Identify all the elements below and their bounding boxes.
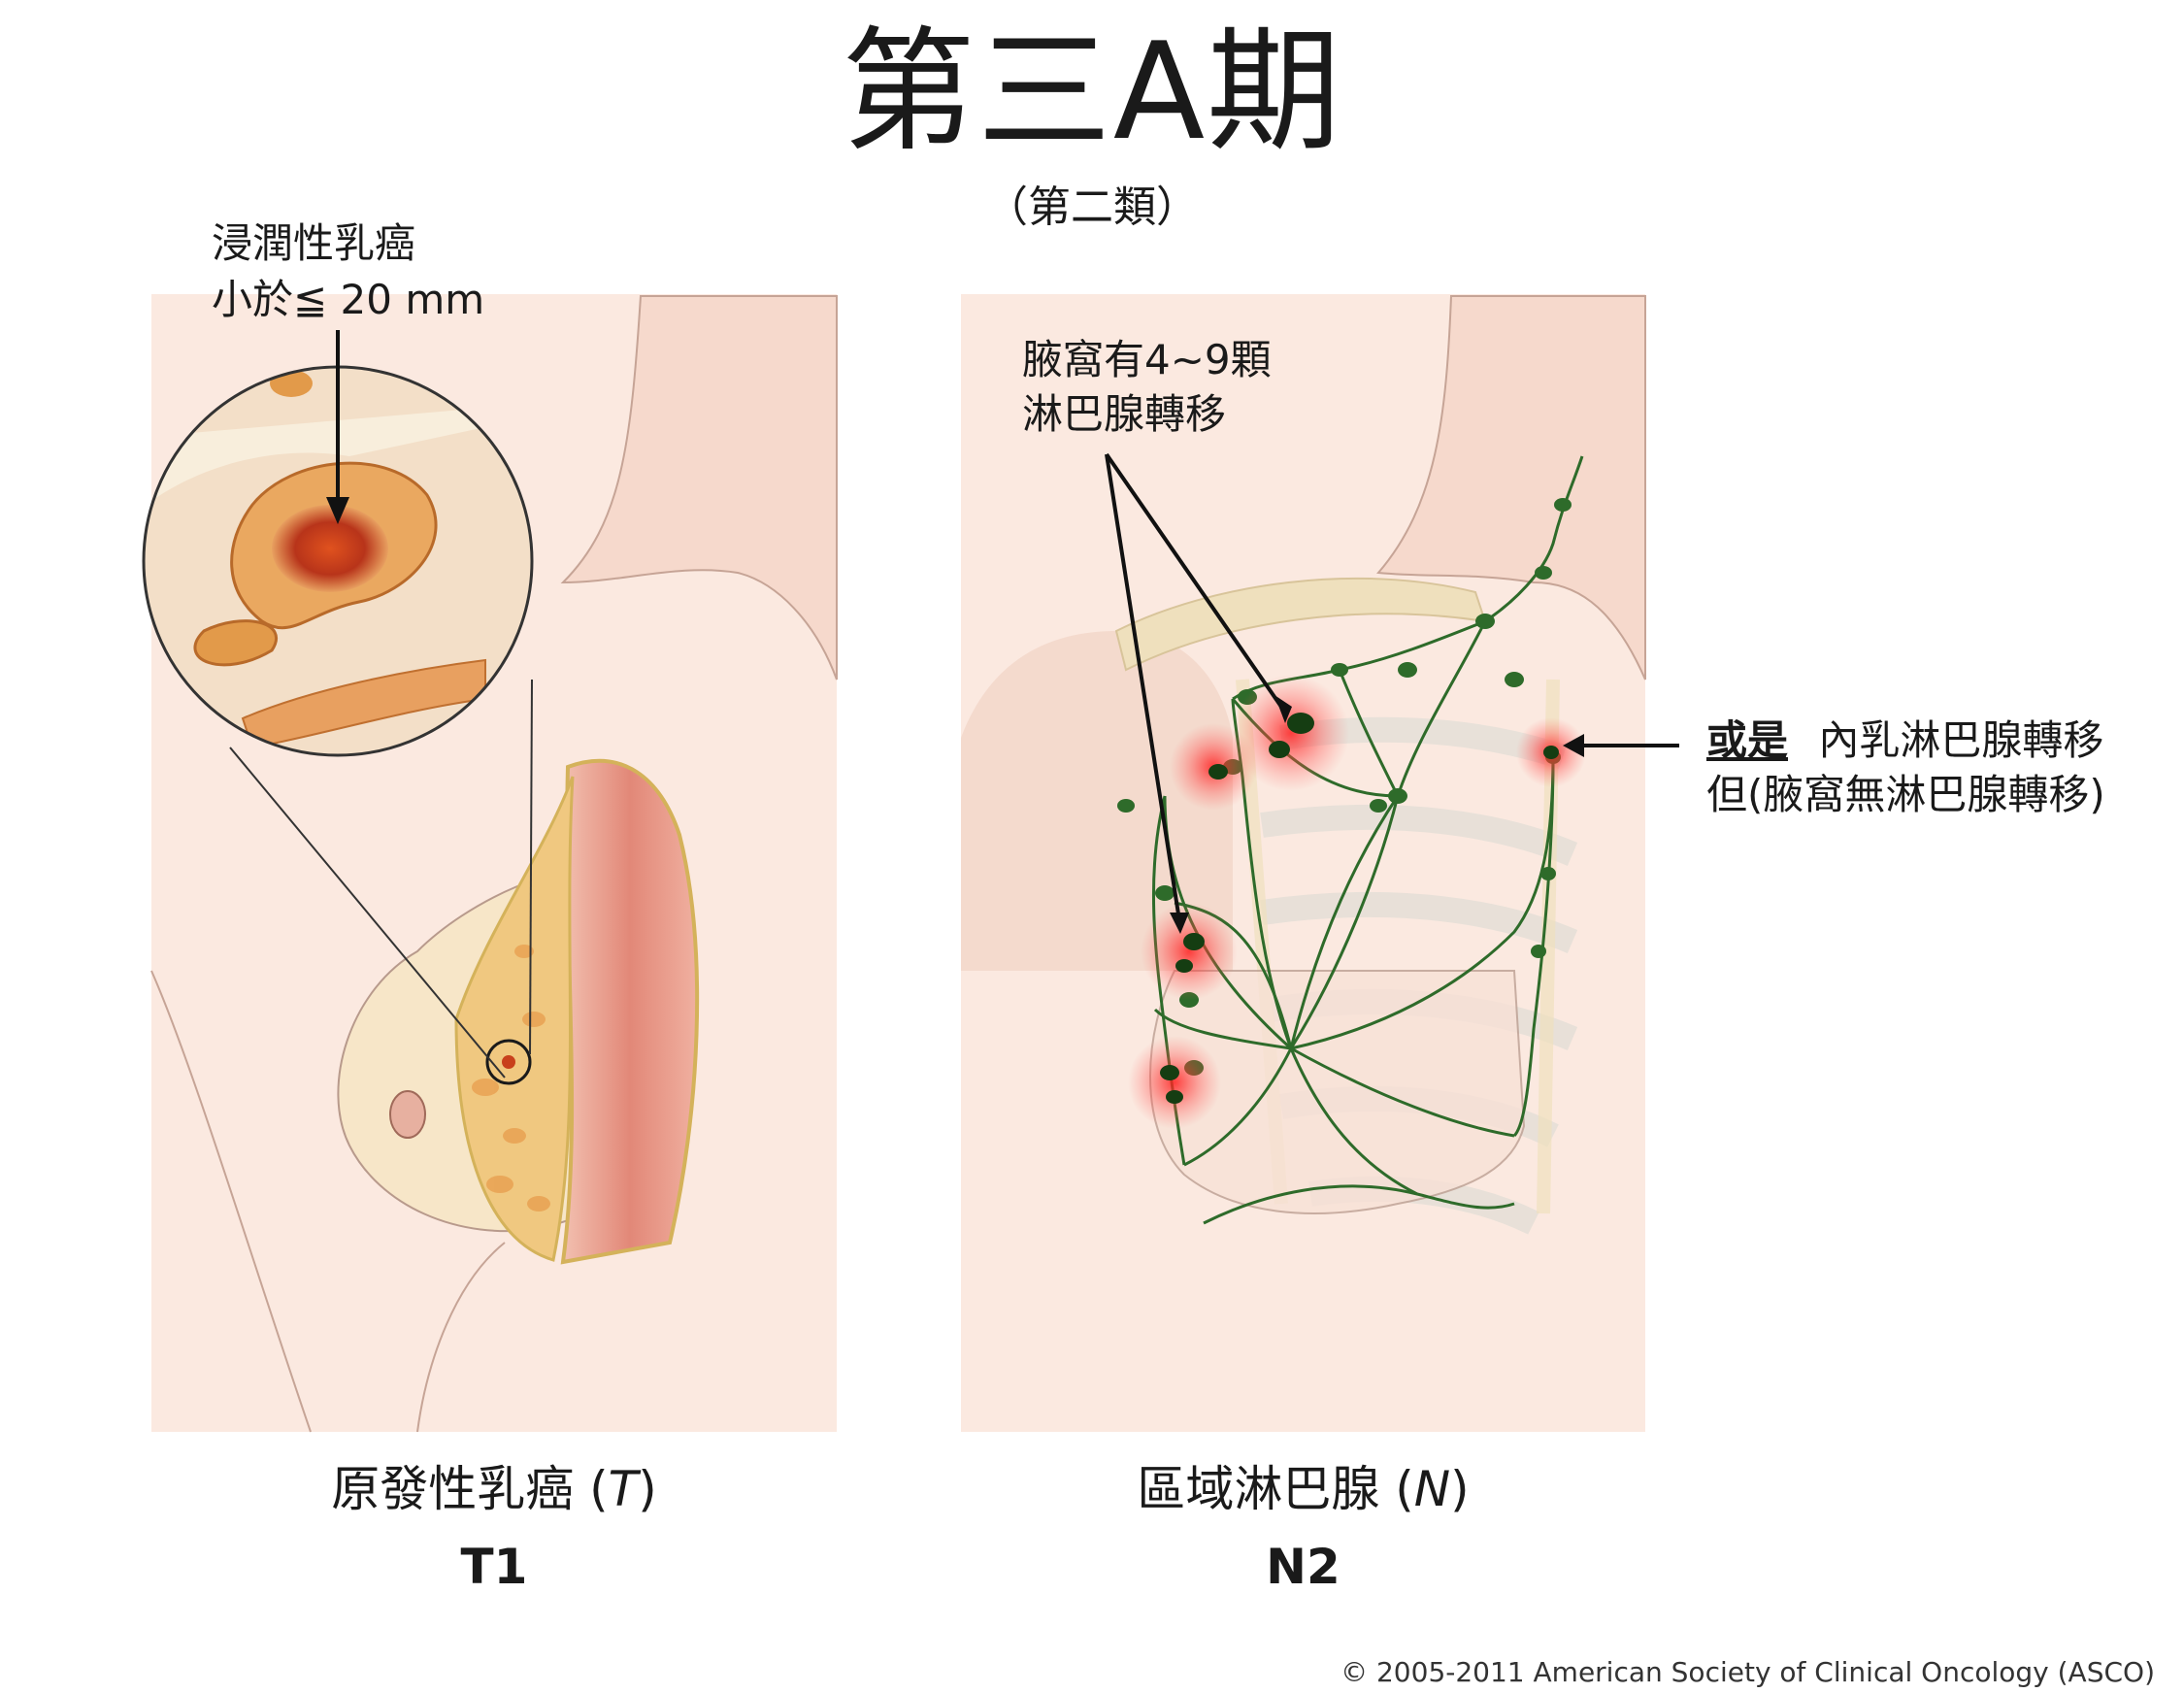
left-caption-close: ) [638,1461,657,1517]
nipple [389,1090,426,1139]
right-panel-caption: 區域淋巴腺 (N) [961,1458,1645,1520]
breast-tissue-section [454,776,575,1262]
page-title: 第三A期 [841,14,1343,170]
tumor [272,505,388,592]
tumor-zoom-circle [142,330,534,757]
callout-arrows-axillary [1105,452,1283,921]
left-callout-line1: 浸潤性乳癌 [212,219,416,267]
left-stage-code: T1 [460,1539,528,1595]
right-caption-letter: N [1413,1461,1451,1517]
left-callout-line2: 小於≦ 20 mm [212,276,485,323]
left-caption-text: 原發性乳癌 ( [331,1461,609,1517]
right-caption-close: ) [1450,1461,1470,1517]
copyright-notice: © 2005-2011 American Society of Clinical… [1340,1656,2155,1688]
alt-callout-line1: 或是 內乳淋巴腺轉移 [1706,714,2103,767]
right-caption-text: 區域淋巴腺 ( [1137,1461,1414,1517]
alt-callout-line2: 但(腋窩無淋巴腺轉移) [1706,771,2105,818]
right-callout-line2: 淋巴腺轉移 [1022,390,1227,438]
right-stage-code: N2 [1266,1539,1340,1595]
right-callout-line1: 腋窩有4~9顆 [1022,336,1272,383]
chest-muscle [560,758,700,1265]
right-panel-figure [961,294,1679,1432]
tumor-location-marker [485,1039,532,1085]
alt-callout-text: 內乳淋巴腺轉移 [1818,716,2104,764]
alt-callout-keyword: 或是 [1706,716,1789,764]
metastasis-highlights [1128,675,1586,1129]
page-subtitle: （第二類） [985,183,1199,232]
left-caption-letter: T [608,1461,639,1517]
left-panel-caption: 原發性乳癌 (T) [151,1458,837,1520]
